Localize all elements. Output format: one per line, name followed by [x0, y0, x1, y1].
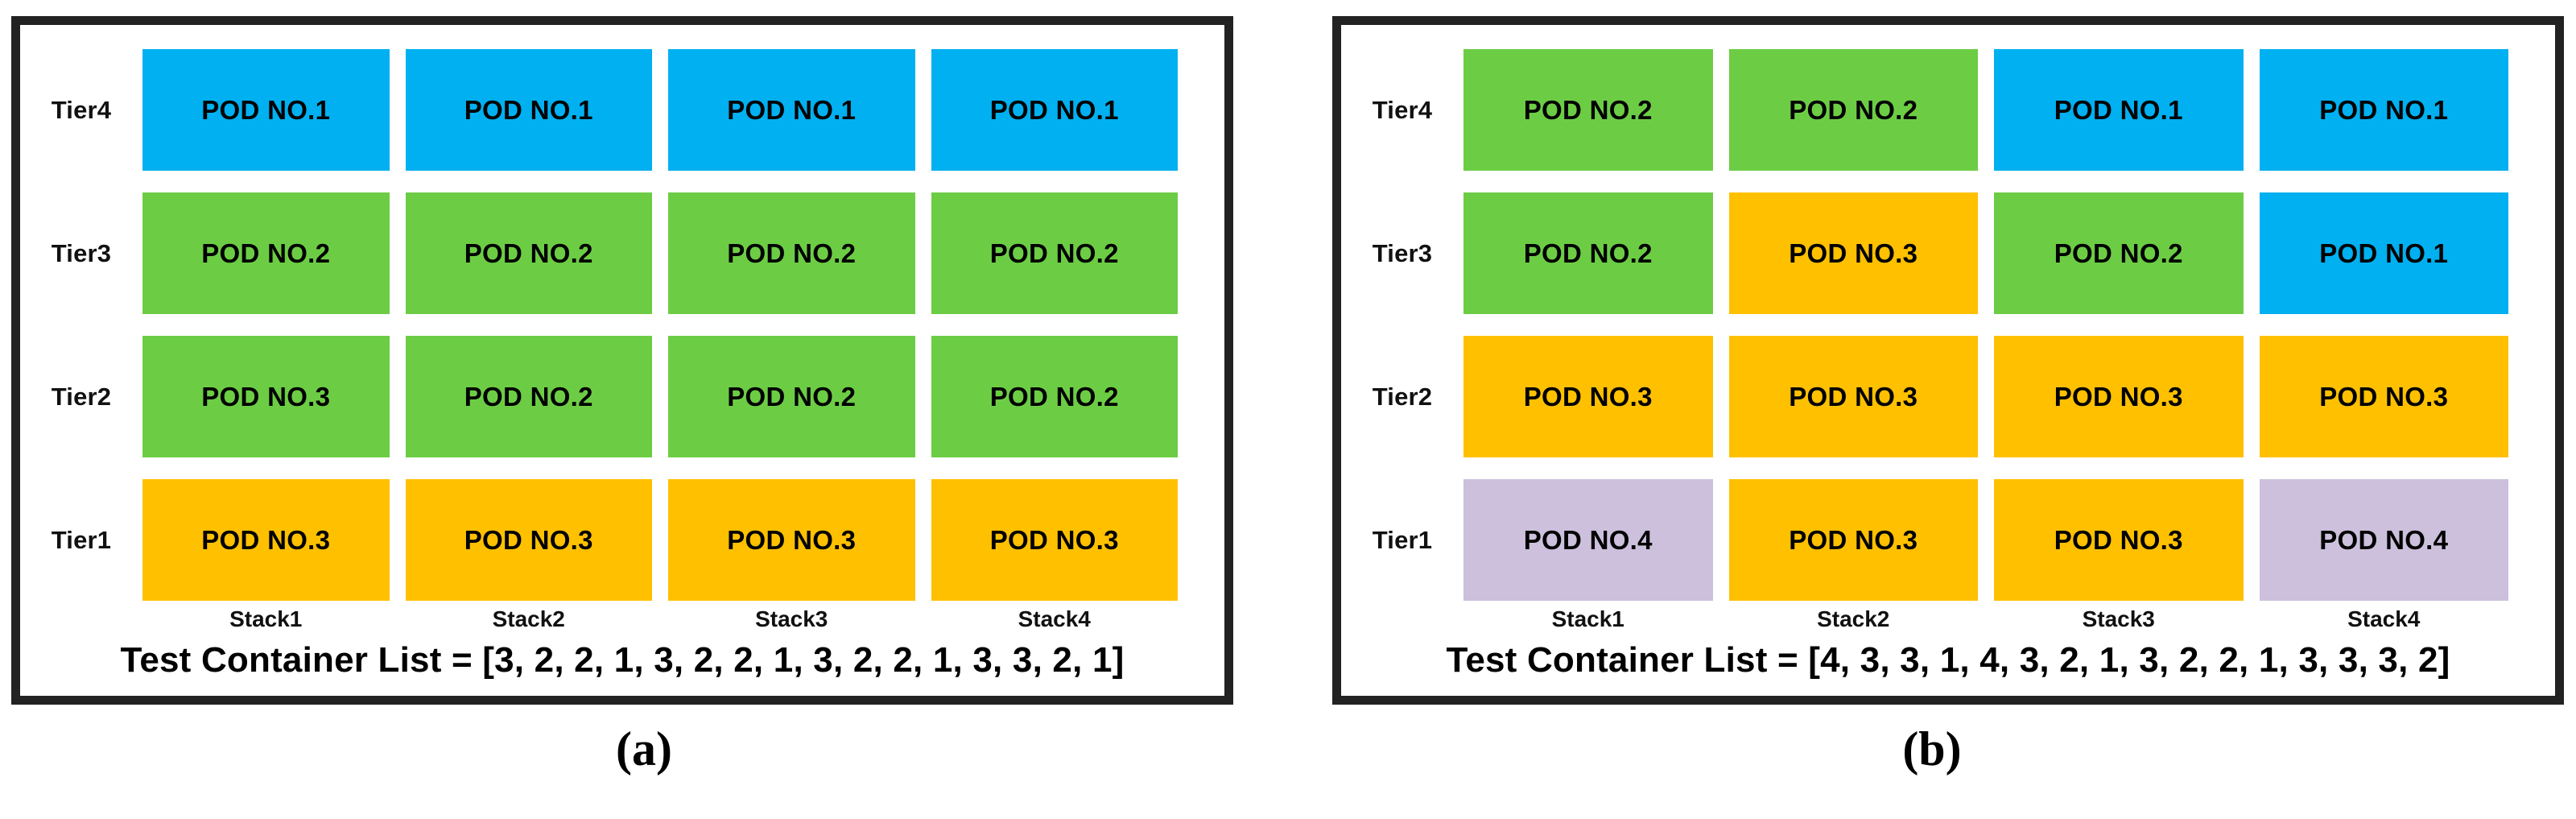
tier-1-cells: POD NO.4 POD NO.3 POD NO.3 POD NO.4	[1463, 479, 2555, 601]
container-cell[interactable]: POD NO.3	[1728, 192, 1978, 314]
tier-3-cells: POD NO.2 POD NO.3 POD NO.2 POD NO.1	[1463, 192, 2555, 314]
tier-1-cells: POD NO.3 POD NO.3 POD NO.3 POD NO.3	[142, 479, 1224, 601]
container-cell[interactable]: POD NO.1	[142, 49, 390, 171]
container-cell[interactable]: POD NO.2	[1463, 192, 1713, 314]
tier-3-cells: POD NO.2 POD NO.2 POD NO.2 POD NO.2	[142, 192, 1224, 314]
tier-label-3: Tier3	[1372, 238, 1433, 267]
tier-label-1: Tier1	[1372, 525, 1433, 554]
container-cell[interactable]: POD NO.2	[1463, 49, 1713, 171]
stack-row-spacer	[20, 602, 142, 637]
tier-2-cells: POD NO.3 POD NO.2 POD NO.2 POD NO.2	[142, 336, 1224, 457]
stack-label-row: Stack1 Stack2 Stack3 Stack4	[1341, 602, 2555, 637]
container-cell[interactable]: POD NO.4	[1463, 479, 1713, 601]
panel-a-grid: Tier4 POD NO.1 POD NO.1 POD NO.1 POD NO.…	[20, 25, 1224, 696]
panel-b-grid: Tier4 POD NO.2 POD NO.2 POD NO.1 POD NO.…	[1341, 25, 2555, 696]
test-container-list: Test Container List = [3, 2, 2, 1, 3, 2,…	[120, 640, 1125, 680]
container-cell[interactable]: POD NO.2	[931, 336, 1178, 457]
panel-b: Tier4 POD NO.2 POD NO.2 POD NO.1 POD NO.…	[1288, 0, 2576, 819]
container-cell[interactable]: POD NO.1	[668, 49, 915, 171]
tier-row-1: Tier1 POD NO.4 POD NO.3 POD NO.3 POD NO.…	[1341, 479, 2555, 601]
container-cell[interactable]: POD NO.2	[668, 192, 915, 314]
tier-row-3: Tier3 POD NO.2 POD NO.3 POD NO.2 POD NO.…	[1341, 192, 2555, 314]
container-cell[interactable]: POD NO.4	[2259, 479, 2508, 601]
tier-label-3: Tier3	[51, 238, 112, 267]
tier-4-cells: POD NO.2 POD NO.2 POD NO.1 POD NO.1	[1463, 49, 2555, 171]
container-cell[interactable]: POD NO.3	[1994, 336, 2244, 457]
tier-row-4: Tier4 POD NO.2 POD NO.2 POD NO.1 POD NO.…	[1341, 49, 2555, 171]
stack-label-4: Stack4	[2347, 606, 2421, 631]
tier-label-4: Tier4	[1372, 95, 1433, 124]
container-cell[interactable]: POD NO.3	[931, 479, 1178, 601]
container-cell[interactable]: POD NO.3	[1463, 336, 1713, 457]
tier-label-2: Tier2	[51, 382, 112, 411]
tier-label-1: Tier1	[51, 525, 112, 554]
container-cell[interactable]: POD NO.3	[1728, 336, 1978, 457]
tier-4-cells: POD NO.1 POD NO.1 POD NO.1 POD NO.1	[142, 49, 1224, 171]
container-cell[interactable]: POD NO.2	[142, 192, 390, 314]
container-cell[interactable]: POD NO.3	[1994, 479, 2244, 601]
container-cell[interactable]: POD NO.2	[668, 336, 915, 457]
panel-caption-a: (a)	[616, 722, 672, 776]
panel-b-box: Tier4 POD NO.2 POD NO.2 POD NO.1 POD NO.…	[1332, 16, 2564, 705]
container-cell[interactable]: POD NO.2	[1728, 49, 1978, 171]
panel-caption-b: (b)	[1902, 722, 1962, 776]
stack-label-3: Stack3	[755, 606, 828, 631]
test-container-list: Test Container List = [4, 3, 3, 1, 4, 3,…	[1446, 640, 2450, 680]
container-cell[interactable]: POD NO.3	[2259, 336, 2508, 457]
stack-label-1: Stack1	[229, 606, 303, 631]
container-cell[interactable]: POD NO.2	[931, 192, 1178, 314]
tier-row-2: Tier2 POD NO.3 POD NO.3 POD NO.3 POD NO.…	[1341, 336, 2555, 457]
container-cell[interactable]: POD NO.1	[2259, 49, 2508, 171]
tier-label-4: Tier4	[51, 95, 112, 124]
container-cell[interactable]: POD NO.3	[1728, 479, 1978, 601]
container-cell[interactable]: POD NO.2	[405, 336, 652, 457]
stack-label-2: Stack2	[1817, 606, 1890, 631]
container-cell[interactable]: POD NO.3	[142, 479, 390, 601]
container-cell[interactable]: POD NO.1	[405, 49, 652, 171]
container-cell[interactable]: POD NO.2	[1994, 192, 2244, 314]
tier-row-1: Tier1 POD NO.3 POD NO.3 POD NO.3 POD NO.…	[20, 479, 1224, 601]
tier-label-2: Tier2	[1372, 382, 1433, 411]
panel-a: Tier4 POD NO.1 POD NO.1 POD NO.1 POD NO.…	[11, 16, 1233, 776]
tier-2-cells: POD NO.3 POD NO.3 POD NO.3 POD NO.3	[1463, 336, 2555, 457]
container-cell[interactable]: POD NO.1	[1994, 49, 2244, 171]
tier-row-3: Tier3 POD NO.2 POD NO.2 POD NO.2 POD NO.…	[20, 192, 1224, 314]
stack-labels: Stack1 Stack2 Stack3 Stack4	[1463, 602, 2555, 637]
container-cell[interactable]: POD NO.3	[142, 336, 390, 457]
tier-row-4: Tier4 POD NO.1 POD NO.1 POD NO.1 POD NO.…	[20, 49, 1224, 171]
container-cell[interactable]: POD NO.3	[405, 479, 652, 601]
stack-labels: Stack1 Stack2 Stack3 Stack4	[142, 602, 1224, 637]
container-cell[interactable]: POD NO.2	[405, 192, 652, 314]
stack-label-3: Stack3	[2082, 606, 2155, 631]
panel-a-box: Tier4 POD NO.1 POD NO.1 POD NO.1 POD NO.…	[11, 16, 1233, 705]
stack-label-row: Stack1 Stack2 Stack3 Stack4	[20, 602, 1224, 637]
container-cell[interactable]: POD NO.3	[668, 479, 915, 601]
stack-row-spacer	[1341, 602, 1463, 637]
container-cell[interactable]: POD NO.1	[931, 49, 1178, 171]
tier-row-2: Tier2 POD NO.3 POD NO.2 POD NO.2 POD NO.…	[20, 336, 1224, 457]
container-cell[interactable]: POD NO.1	[2259, 192, 2508, 314]
stack-label-4: Stack4	[1018, 606, 1091, 631]
stack-label-2: Stack2	[492, 606, 565, 631]
stack-label-1: Stack1	[1551, 606, 1624, 631]
